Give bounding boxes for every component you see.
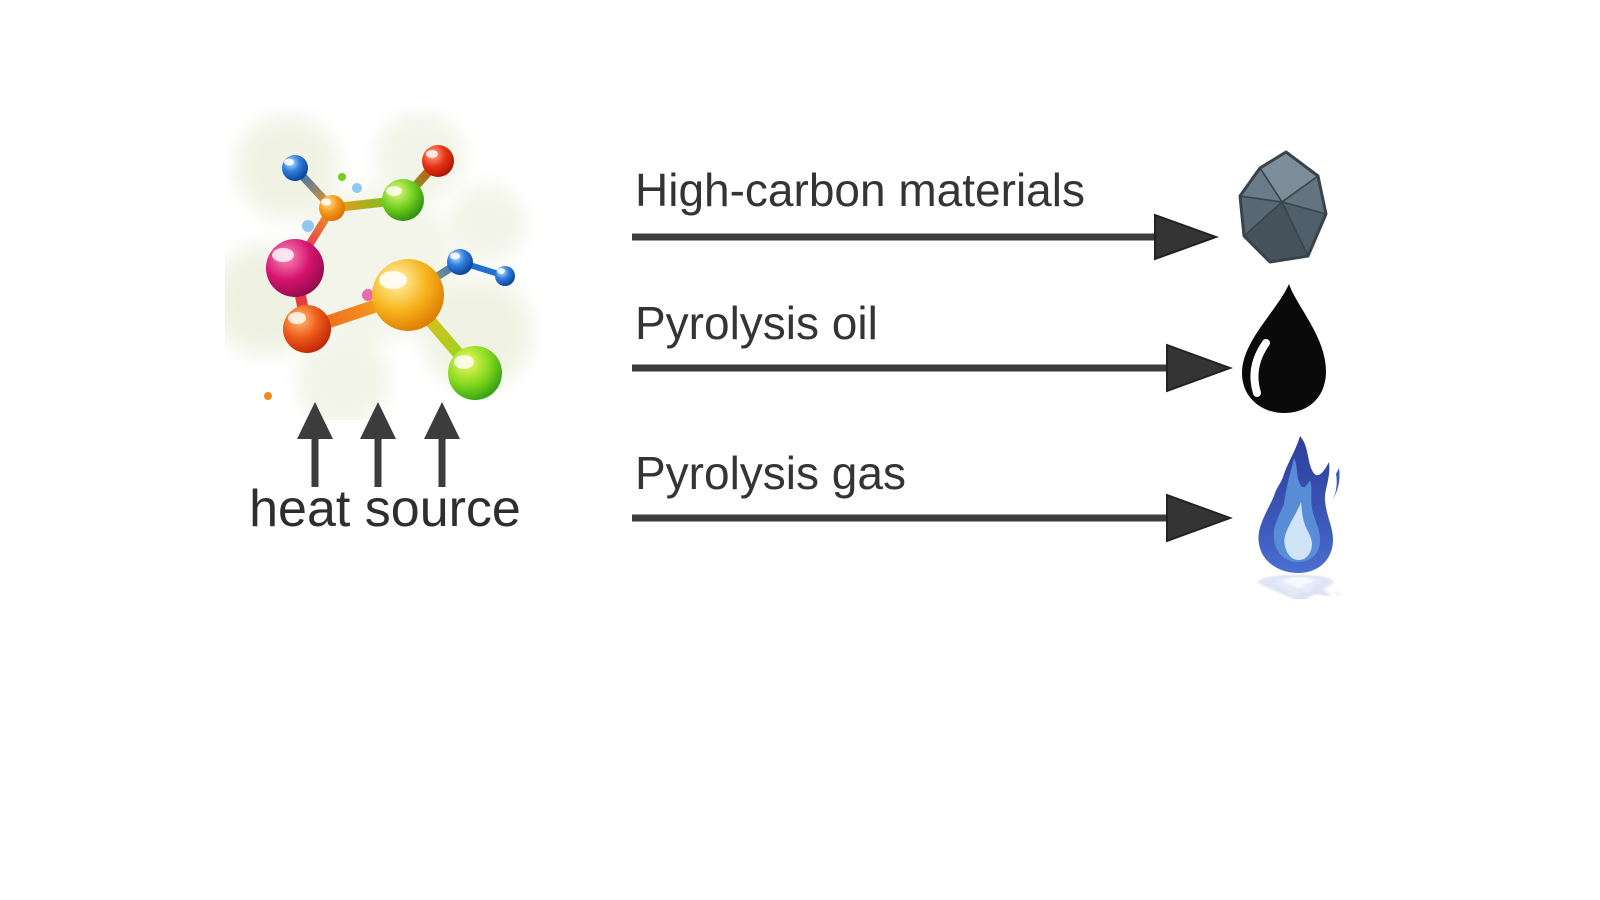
output-label-pyrolysis-gas: Pyrolysis gas: [635, 447, 906, 499]
heat-source-label: heat source: [249, 480, 521, 538]
molecule-specks: [264, 173, 374, 400]
output-label-pyrolysis-oil: Pyrolysis oil: [635, 297, 878, 349]
molecule-atoms: [266, 145, 515, 400]
arrow-to-pyrolysis-oil: [632, 343, 1233, 393]
arrow-to-pyrolysis-gas: [632, 493, 1233, 543]
blue-flame-icon: [1258, 436, 1340, 599]
carbon-rock-icon: [1238, 150, 1328, 264]
oil-drop-icon: [1242, 284, 1327, 413]
molecule-icon: [225, 113, 533, 420]
output-label-high-carbon-materials: High-carbon materials: [635, 164, 1085, 216]
heat-source-arrows-up-icon: [297, 402, 460, 487]
arrow-to-high-carbon-materials: [632, 213, 1219, 261]
